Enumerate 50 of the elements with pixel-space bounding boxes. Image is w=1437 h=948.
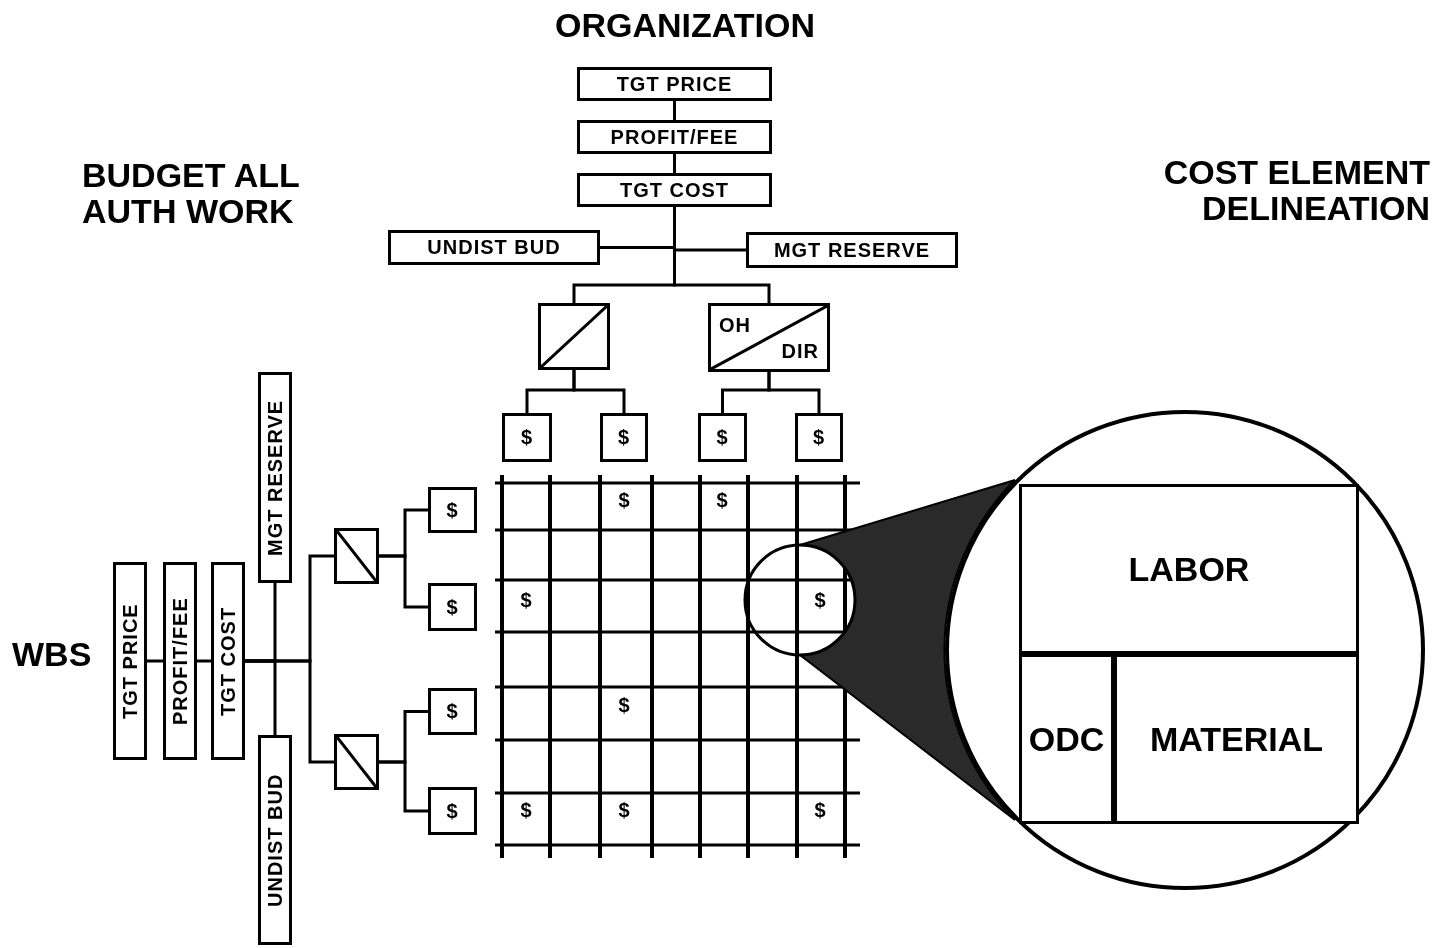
connector-line [572,370,626,413]
dollar-mark: $ [813,800,827,821]
process-box: $ [795,413,843,462]
dollar-mark: $ [519,800,533,821]
heading: WBS [12,637,93,673]
process-box: UNDIST BUD [388,230,600,265]
connector-line [197,659,211,663]
heading: BUDGET ALL AUTH WORK [82,158,301,230]
heading: COST ELEMENT DELINEATION [1162,155,1430,227]
process-box: $ [502,413,552,462]
connector-line [379,554,428,609]
cost-element-box: ODC [1019,654,1114,824]
process-box: TGT COST [577,173,772,207]
dollar-mark: $ [617,695,631,716]
split-box [538,303,610,370]
process-box: TGT PRICE [113,562,147,760]
connector-line [673,101,676,120]
dollar-mark: $ [617,800,631,821]
connector-line [147,659,163,663]
process-box: MGT RESERVE [258,372,292,583]
process-box: $ [600,413,648,462]
connector-line [673,154,676,173]
process-box: $ [428,583,477,631]
process-box: PROFIT/FEE [163,562,197,760]
dollar-mark: $ [715,490,729,511]
split-box [708,303,830,372]
dollar-mark: $ [519,590,533,611]
process-box: UNDIST BUD [258,735,292,945]
box-label: DIR [781,340,819,363]
dollar-mark: $ [813,590,827,611]
split-box [334,734,379,790]
connector-line [245,659,334,764]
process-box: $ [428,487,477,533]
process-box: $ [428,787,477,835]
process-box: TGT PRICE [577,67,772,101]
connector-line [767,372,821,413]
process-box: $ [428,688,477,735]
process-box: $ [698,413,747,462]
heading: ORGANIZATION [554,8,816,44]
split-box [334,528,379,584]
box-label: OH [719,314,751,337]
process-box: TGT COST [211,562,245,760]
connector-line [673,207,771,303]
connector-line [379,760,428,813]
cost-element-box: LABOR [1019,484,1359,654]
magnified-circle [945,410,1425,890]
dollar-mark: $ [617,490,631,511]
process-box: PROFIT/FEE [577,120,772,154]
process-box: MGT RESERVE [746,232,958,268]
cost-element-box: MATERIAL [1114,654,1359,824]
